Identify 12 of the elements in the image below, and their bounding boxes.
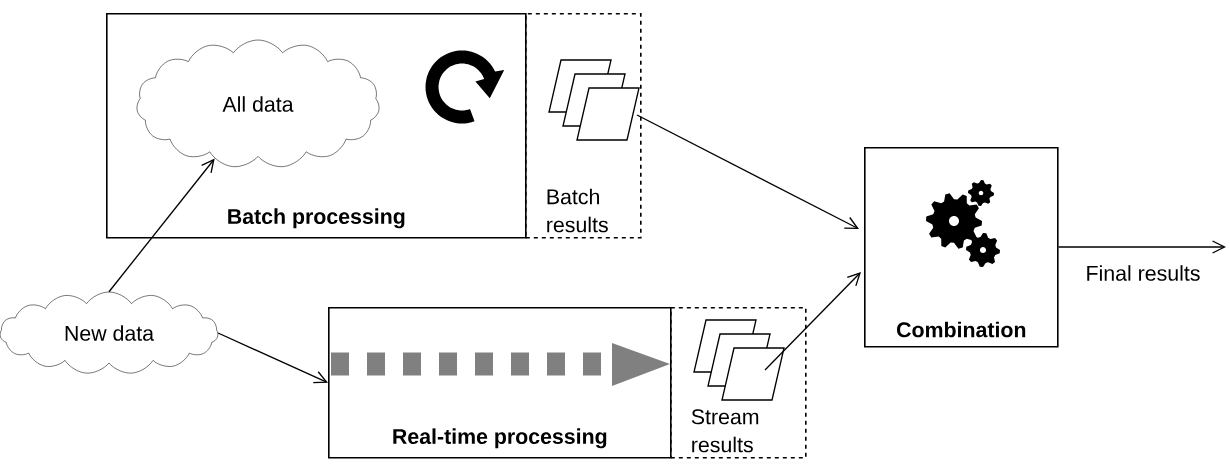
- process-box: Combination: [864, 147, 1059, 348]
- arrow: [636, 114, 859, 229]
- arrow: [217, 332, 328, 384]
- arrow: [1057, 240, 1226, 254]
- process-box: Batch results: [525, 13, 642, 239]
- data-cloud: New data: [0, 291, 219, 374]
- data-cloud: All data: [136, 39, 380, 167]
- process-box: Real-time processing: [328, 307, 672, 459]
- arrow: [764, 272, 861, 371]
- arrow: [108, 158, 215, 293]
- edge-label: Final results: [1084, 263, 1202, 283]
- process-box: Stream results: [670, 307, 807, 459]
